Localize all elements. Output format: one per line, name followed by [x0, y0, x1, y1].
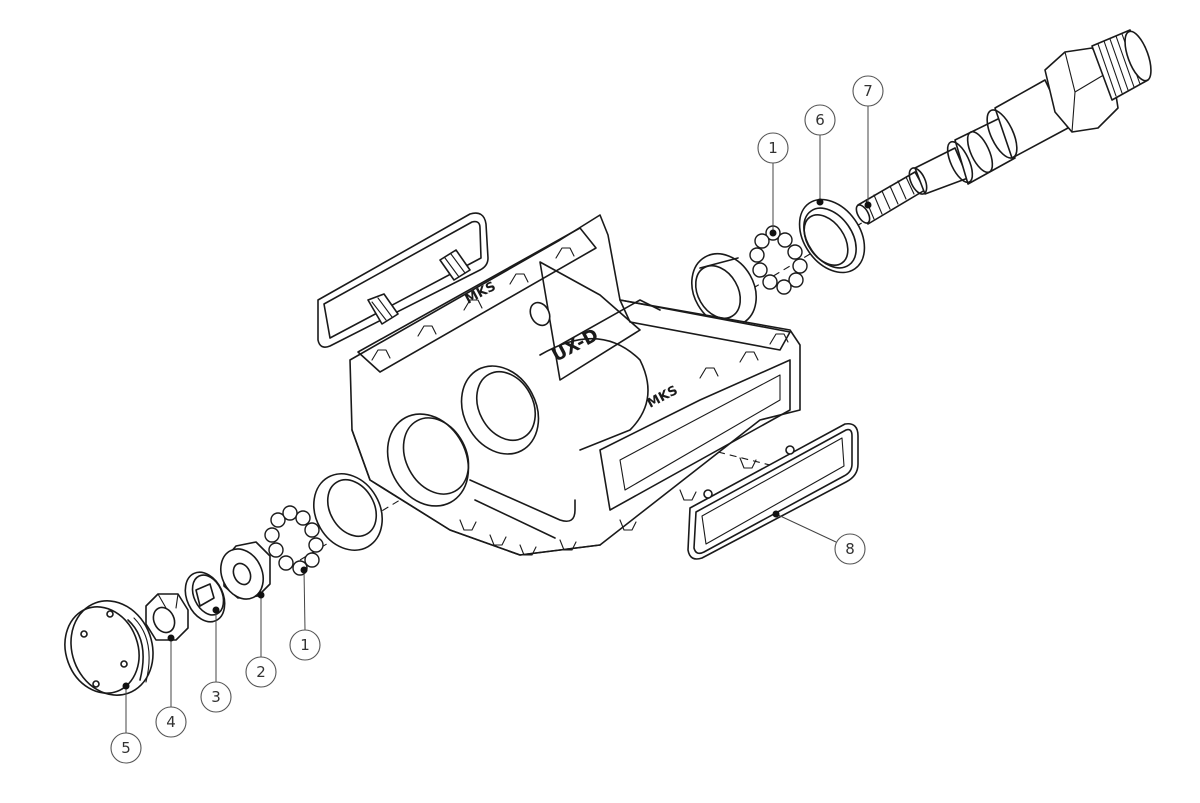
bearing-cup-left: [313, 473, 383, 551]
callout-number: 2: [256, 663, 266, 681]
bearing-balls-right: [749, 225, 808, 295]
callout-8: 8: [772, 510, 866, 565]
callout-1-right: 1: [757, 132, 789, 237]
pin-plate-top: [317, 212, 489, 348]
callout-number: 8: [845, 540, 855, 558]
callout-number: 3: [211, 688, 221, 706]
callout-3: 3: [200, 606, 232, 713]
seal-ring: [798, 198, 866, 274]
callout-5: 5: [110, 682, 142, 764]
spindle: [855, 29, 1152, 225]
callout-number: 4: [166, 713, 176, 731]
callout-number: 6: [815, 111, 825, 129]
callout-7: 7: [852, 75, 884, 209]
callout-number: 1: [300, 636, 310, 654]
pedal-body: MKS UX-D MKS: [349, 214, 801, 556]
dust-cap: [64, 600, 154, 696]
callout-6: 6: [804, 104, 836, 206]
callout-2: 2: [245, 591, 277, 688]
cone-nut: [220, 541, 271, 600]
bearing-cup-right: [691, 253, 757, 327]
callout-4: 4: [155, 634, 187, 738]
lock-nut: [145, 593, 189, 641]
callout-number: 1: [768, 139, 778, 157]
reflector-axis-line: [589, 419, 791, 471]
pedal-pin-1: [367, 293, 399, 325]
callout-number: 5: [121, 739, 131, 757]
pedal-pin-2: [439, 249, 471, 281]
callout-1-left: 1: [289, 566, 321, 661]
bearing-balls-left: [264, 505, 324, 576]
reflector-plate: [687, 422, 859, 560]
callout-number: 7: [863, 82, 873, 100]
